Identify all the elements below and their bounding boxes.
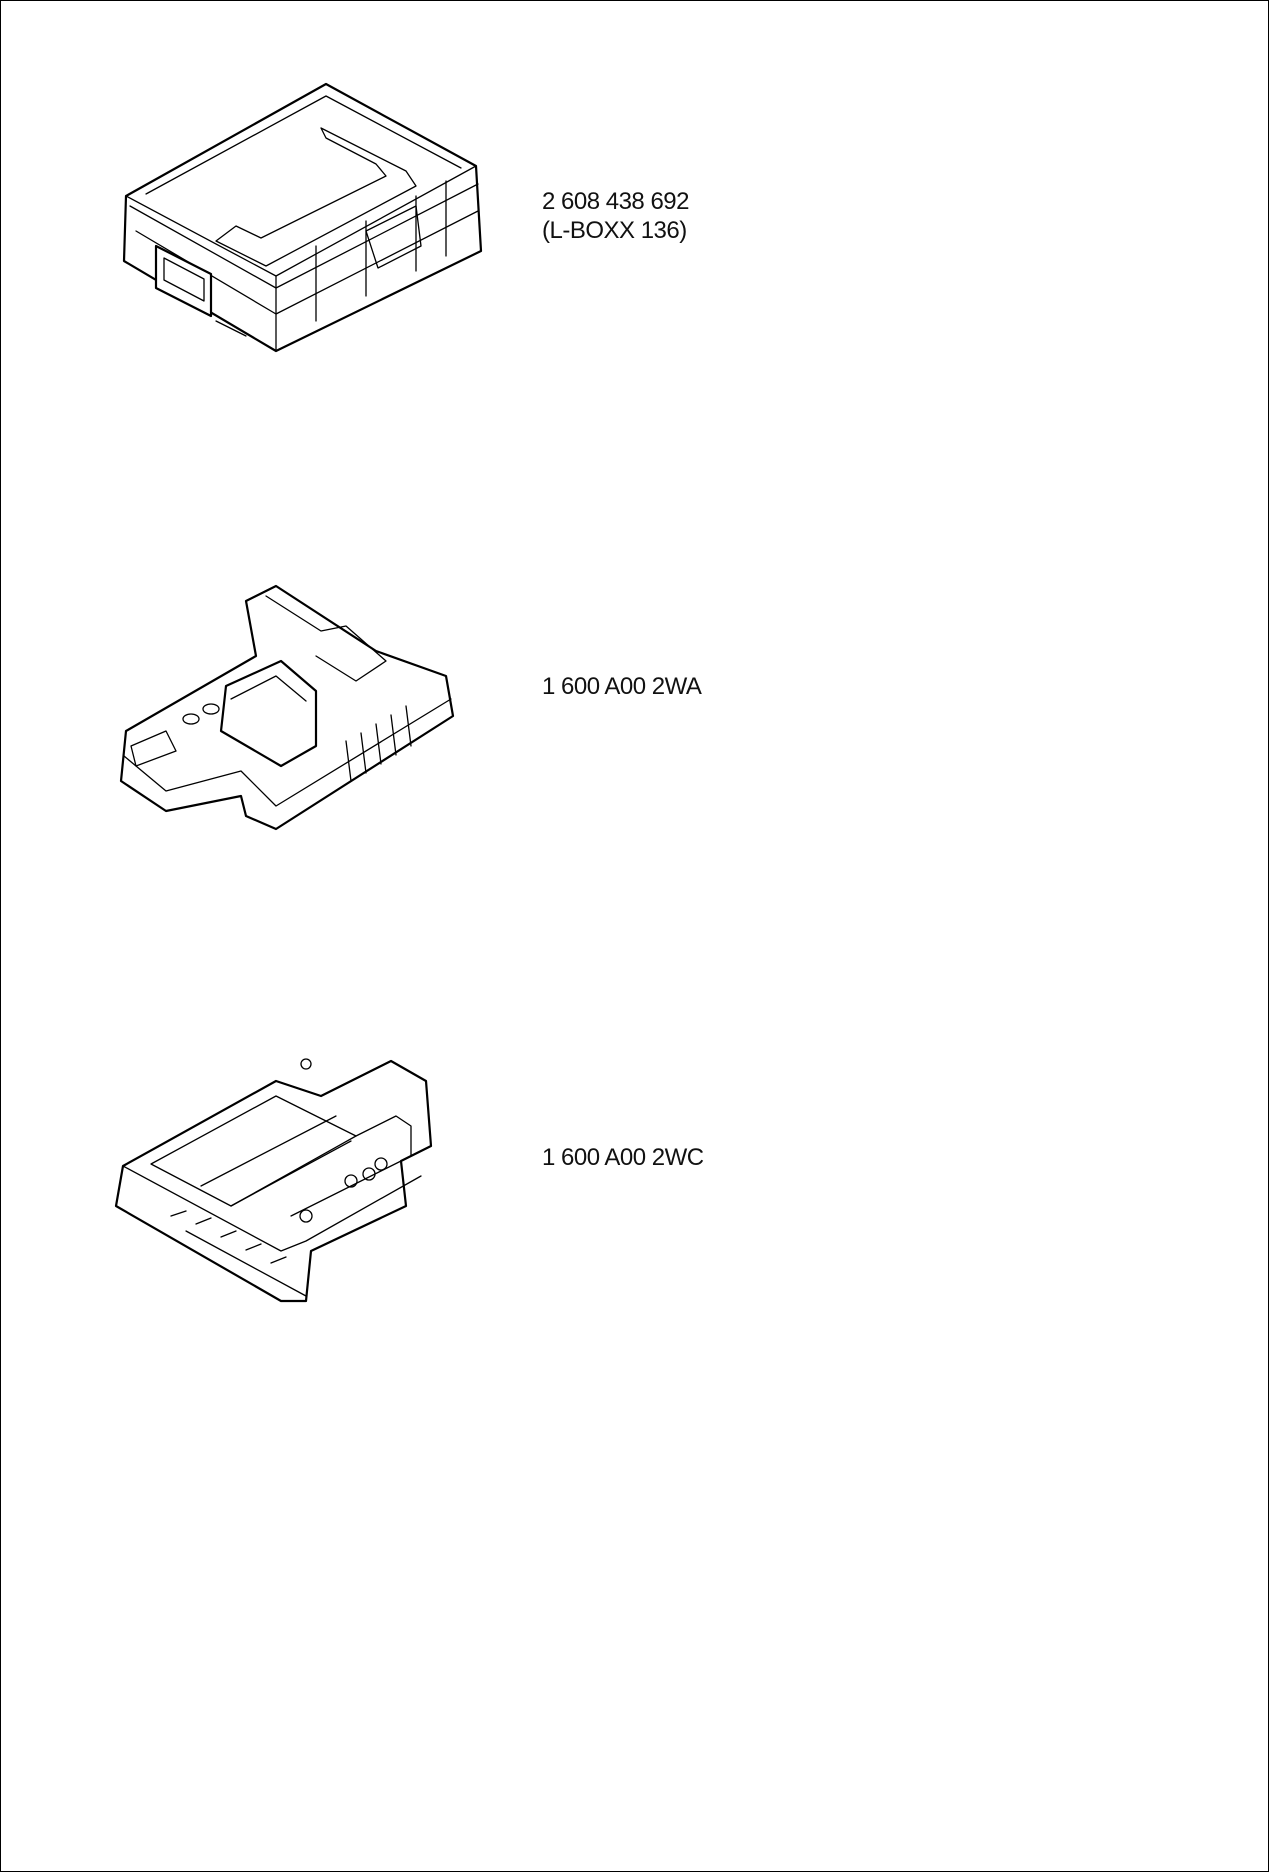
part-number-2: 1 600 A00 2WA <box>542 673 702 700</box>
part-name-1: (L-BOXX 136) <box>542 217 687 244</box>
accessory-insert-tray-icon <box>114 1058 433 1303</box>
part-number-1: 2 608 438 692 <box>542 188 689 215</box>
l-boxx-case-icon <box>122 82 483 353</box>
part-number-3: 1 600 A00 2WC <box>542 1144 704 1171</box>
tool-insert-tray-icon <box>119 584 455 831</box>
